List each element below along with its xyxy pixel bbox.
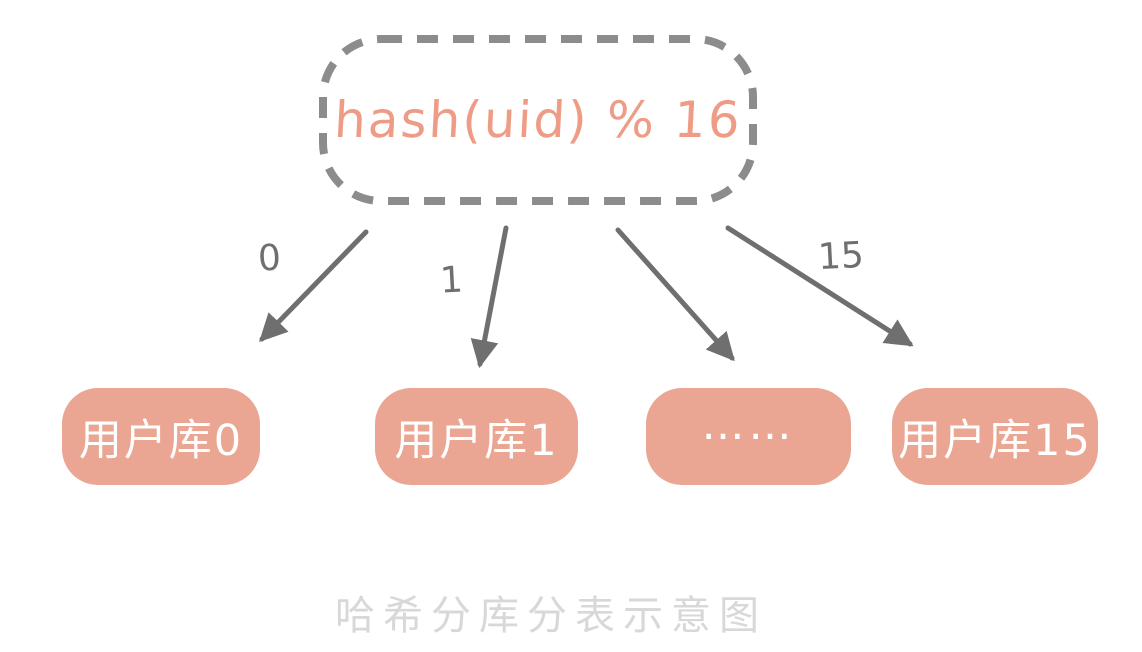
hash-node-label: hash(uid) % 16 — [332, 91, 744, 149]
shard-box-ellipsis-label: …… — [701, 399, 796, 450]
arrow-label-15: 15 — [816, 234, 865, 279]
shard-box-0: 用户库0 — [62, 388, 260, 485]
shard-box-15: 用户库15 — [892, 388, 1098, 485]
shard-box-ellipsis: …… — [646, 388, 851, 485]
diagram-caption: 哈希分库分表示意图 — [335, 593, 767, 639]
shard-box-1-label: 用户库1 — [394, 415, 559, 466]
arrow-label-0: 0 — [256, 237, 282, 280]
arrow-to-shard-2 — [615, 227, 735, 362]
arrow-label-1: 1 — [438, 259, 464, 302]
shard-box-0-label: 用户库0 — [78, 415, 244, 466]
shard-box-1: 用户库1 — [375, 388, 578, 485]
arrow-to-shard-1 — [470, 225, 509, 369]
shard-box-15-label: 用户库15 — [898, 415, 1092, 466]
